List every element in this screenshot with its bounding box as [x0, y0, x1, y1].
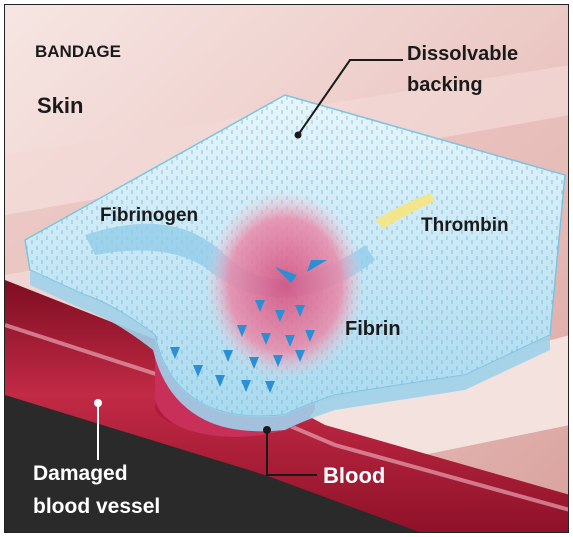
damaged-vessel-label-line1: Damaged — [33, 462, 128, 485]
diagram-frame: BANDAGE Skin Dissolvable backing Fibrino… — [4, 4, 569, 533]
bandage-diagram: BANDAGE Skin Dissolvable backing Fibrino… — [5, 5, 569, 533]
skin-label: Skin — [37, 93, 83, 118]
backing-label-line2: backing — [407, 74, 483, 96]
vessel-leader-dot — [94, 399, 102, 407]
fibrin-label: Fibrin — [345, 318, 401, 340]
backing-leader-dot — [295, 132, 302, 139]
backing-label-line1: Dissolvable — [407, 43, 518, 65]
blood-label: Blood — [323, 463, 385, 488]
blood-leader-dot — [263, 426, 271, 434]
damaged-vessel-label-line2: blood vessel — [33, 495, 160, 518]
thrombin-label: Thrombin — [421, 215, 509, 236]
bandage-label: BANDAGE — [35, 42, 121, 61]
fibrinogen-label: Fibrinogen — [100, 205, 198, 226]
